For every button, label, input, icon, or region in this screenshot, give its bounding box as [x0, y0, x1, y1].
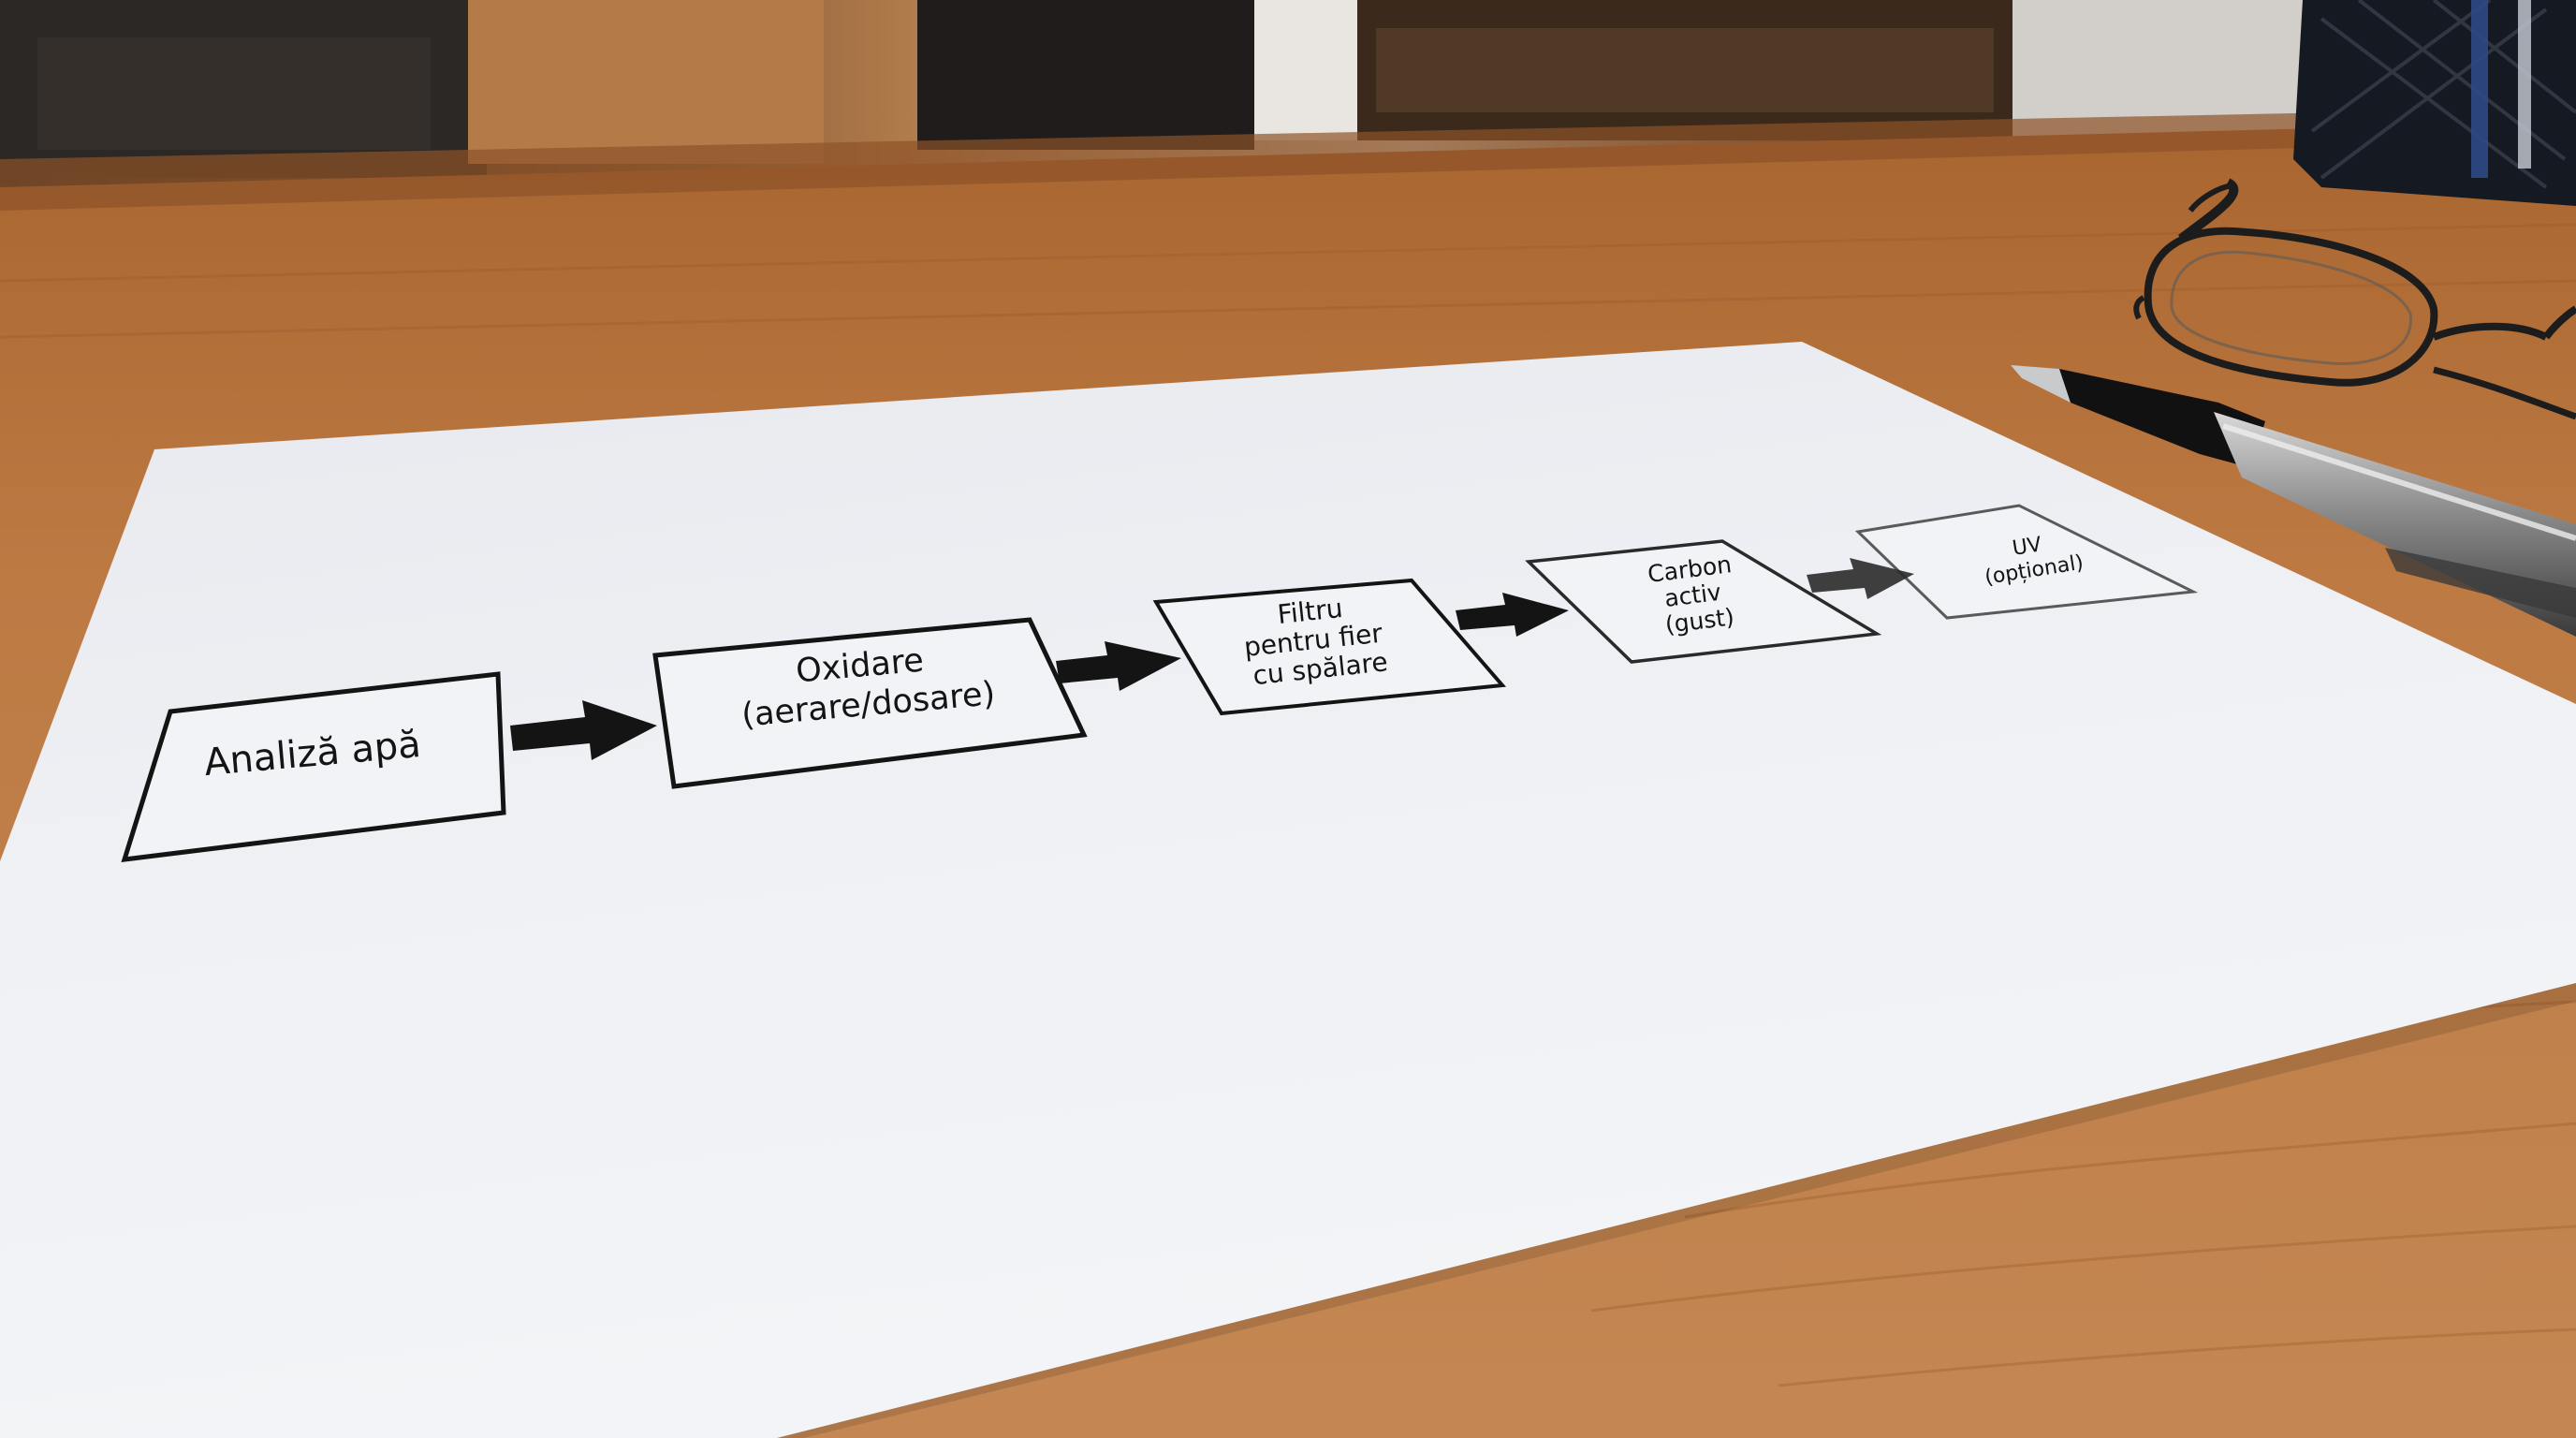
- step-box-2: [652, 617, 1088, 789]
- step-box-4: [1525, 539, 1882, 664]
- arrow-3: [1456, 593, 1569, 637]
- flowchart: Analiză apă Oxidare (aerare/dosare) Filt…: [121, 504, 2199, 862]
- paper-sheet: [0, 342, 2576, 1438]
- background-office: [0, 0, 2576, 243]
- pen: [2011, 365, 2576, 637]
- arrow-2: [1056, 641, 1181, 691]
- step-box-5: [1854, 504, 2199, 620]
- step-box-1: [121, 671, 506, 862]
- arrow-4: [1807, 558, 1914, 599]
- step-label-4: Carbon activ (gust): [1647, 550, 1748, 639]
- eyeglasses: [2133, 178, 2576, 420]
- pen-holder: [2293, 0, 2576, 206]
- step-box-3: [1152, 578, 1507, 716]
- arrow-1: [510, 700, 657, 760]
